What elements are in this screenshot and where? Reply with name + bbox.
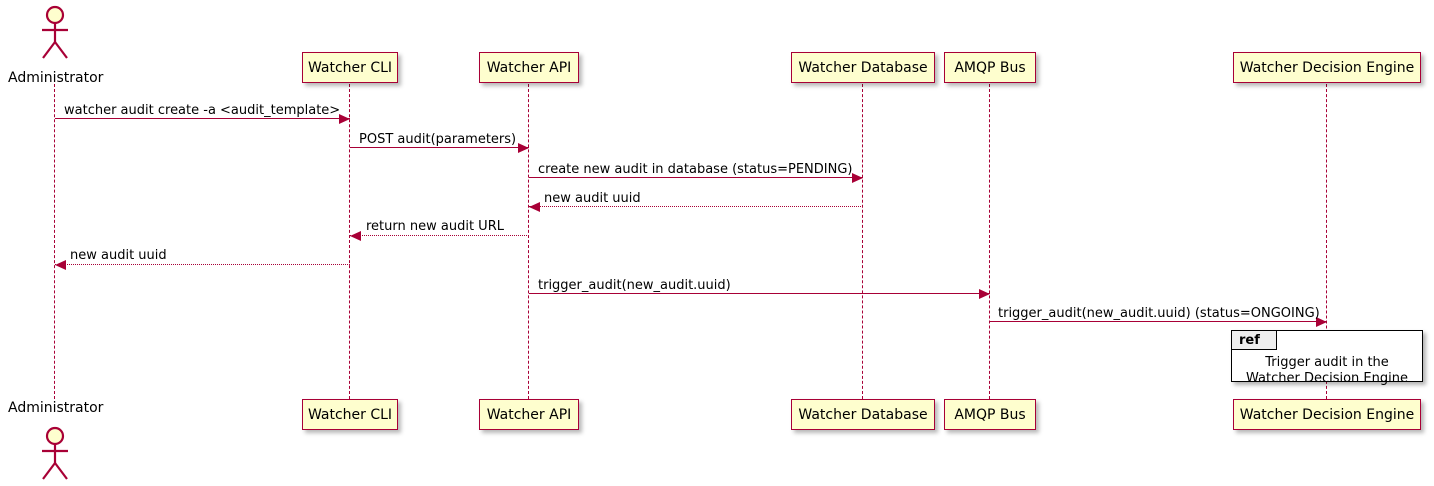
message-arrowhead-3 [529, 202, 540, 212]
fragment-body-line: Trigger audit in the [1265, 355, 1389, 370]
message-line-1 [350, 147, 529, 148]
message-label-6: trigger_audit(new_audit.uuid) [538, 278, 731, 293]
actor-label-administrator-top: Administrator [8, 70, 104, 86]
message-line-6 [529, 293, 990, 294]
message-arrowhead-0 [339, 114, 350, 124]
participant-watcher-database-bottom[interactable]: Watcher Database [791, 399, 935, 430]
participant-watcher-cli-top[interactable]: Watcher CLI [302, 52, 398, 83]
message-line-7 [990, 321, 1327, 322]
participant-amqp-bus-bottom[interactable]: AMQP Bus [944, 399, 1036, 430]
message-label-2: create new audit in database (status=PEN… [538, 162, 853, 177]
participant-amqp-bus-top[interactable]: AMQP Bus [944, 52, 1036, 83]
message-line-2 [529, 177, 863, 178]
message-arrowhead-5 [55, 260, 66, 270]
lifeline-amqp-bus [989, 84, 991, 399]
lifeline-watcher-database [862, 84, 864, 399]
message-arrowhead-4 [350, 231, 361, 241]
participant-watcher-api-bottom[interactable]: Watcher API [479, 399, 579, 430]
message-arrowhead-6 [979, 289, 990, 299]
participant-watcher-cli-bottom[interactable]: Watcher CLI [302, 399, 398, 430]
actor-administrator-bottom [33, 425, 77, 481]
participant-watcher-api-top[interactable]: Watcher API [479, 52, 579, 83]
message-arrowhead-7 [1316, 317, 1327, 327]
message-label-4: return new audit URL [366, 219, 504, 234]
fragment-body-line: Watcher Decision Engine [1246, 371, 1408, 386]
message-line-3 [529, 206, 863, 207]
participant-watcher-decision-engine-bottom[interactable]: Watcher Decision Engine [1233, 399, 1421, 430]
message-line-0 [55, 118, 350, 119]
actor-administrator-top [33, 4, 77, 60]
actor-label-administrator-bottom: Administrator [8, 400, 104, 416]
lifeline-watcher-decision-engine [1326, 84, 1328, 399]
message-label-3: new audit uuid [544, 191, 641, 206]
message-line-5 [55, 264, 350, 265]
participant-watcher-database-top[interactable]: Watcher Database [791, 52, 935, 83]
lifeline-watcher-api [528, 84, 530, 399]
message-label-7: trigger_audit(new_audit.uuid) (status=ON… [998, 306, 1320, 321]
message-label-5: new audit uuid [70, 248, 167, 263]
participant-watcher-decision-engine-top[interactable]: Watcher Decision Engine [1233, 52, 1421, 83]
fragment-operator-label: ref [1232, 331, 1277, 350]
message-label-0: watcher audit create -a <audit_template> [64, 103, 341, 118]
message-line-4 [350, 235, 529, 236]
lifeline-administrator [54, 84, 56, 399]
fragment-tab-corner-icon [1280, 331, 1290, 350]
message-arrowhead-1 [518, 143, 529, 153]
lifeline-watcher-cli [349, 84, 351, 399]
message-label-1: POST audit(parameters) [359, 132, 517, 147]
message-arrowhead-2 [852, 173, 863, 183]
